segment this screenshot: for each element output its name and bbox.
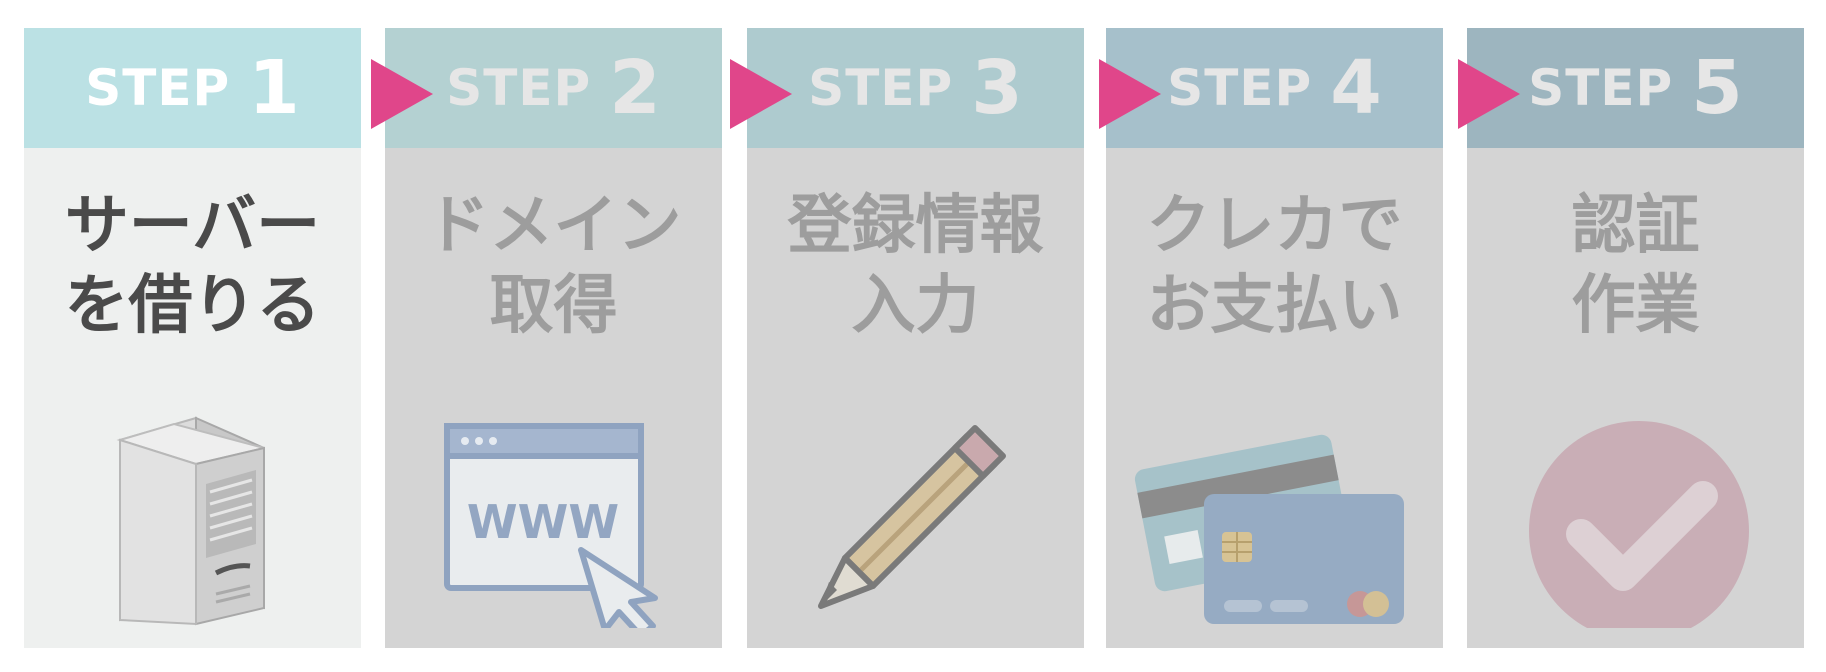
step-5-title: 認証 作業 — [1467, 186, 1804, 346]
step-label: STEP — [1167, 59, 1313, 117]
step-title-line: クレカで — [1146, 189, 1403, 263]
check-circle-icon — [1467, 388, 1804, 628]
step-4-title: クレカで お支払い — [1106, 186, 1443, 346]
step-title-line: 登録情報 — [787, 189, 1044, 263]
step-title-line: 認証 — [1571, 189, 1700, 263]
step-2-panel: STEP 2 ドメイン 取得 WWW — [385, 28, 722, 648]
step-title-line: を借りる — [64, 269, 321, 343]
step-3-title: 登録情報 入力 — [747, 186, 1084, 346]
pencil-icon — [747, 388, 1084, 628]
step-1-title: サーバー を借りる — [24, 186, 361, 346]
step-3-header: STEP 3 — [747, 28, 1084, 148]
step-label: STEP — [1528, 59, 1674, 117]
step-number: 1 — [248, 45, 300, 131]
step-title-line: 作業 — [1571, 269, 1700, 343]
next-arrow-icon — [1456, 59, 1520, 129]
svg-text:WWW: WWW — [467, 495, 619, 549]
step-2-header: STEP 2 — [385, 28, 722, 148]
credit-card-icon — [1106, 388, 1443, 628]
step-title-line: ドメイン — [425, 189, 682, 263]
step-number: 4 — [1330, 45, 1382, 131]
step-2-title: ドメイン 取得 — [385, 186, 722, 346]
step-4-panel: STEP 4 クレカで お支払い — [1106, 28, 1443, 648]
next-arrow-icon — [728, 59, 792, 129]
step-label: STEP — [85, 59, 231, 117]
step-1-panel: STEP 1 サーバー を借りる — [24, 28, 361, 648]
step-title-line: お支払い — [1146, 269, 1403, 343]
next-arrow-icon — [1097, 59, 1161, 129]
next-arrow-icon — [369, 59, 433, 129]
step-5-header: STEP 5 — [1467, 28, 1804, 148]
step-title-line: 取得 — [489, 269, 618, 343]
step-title-line: サーバー — [64, 189, 321, 263]
step-1-header: STEP 1 — [24, 28, 361, 148]
step-label: STEP — [808, 59, 954, 117]
step-title-line: 入力 — [851, 269, 980, 343]
browser-www-icon: WWW — [385, 388, 722, 628]
step-4-header: STEP 4 — [1106, 28, 1443, 148]
step-number: 5 — [1691, 45, 1743, 131]
step-label: STEP — [446, 59, 592, 117]
step-5-panel: STEP 5 認証 作業 — [1467, 28, 1804, 648]
step-3-panel: STEP 3 登録情報 入力 — [747, 28, 1084, 648]
server-icon — [24, 388, 361, 628]
step-number: 2 — [609, 45, 661, 131]
step-number: 3 — [971, 45, 1023, 131]
